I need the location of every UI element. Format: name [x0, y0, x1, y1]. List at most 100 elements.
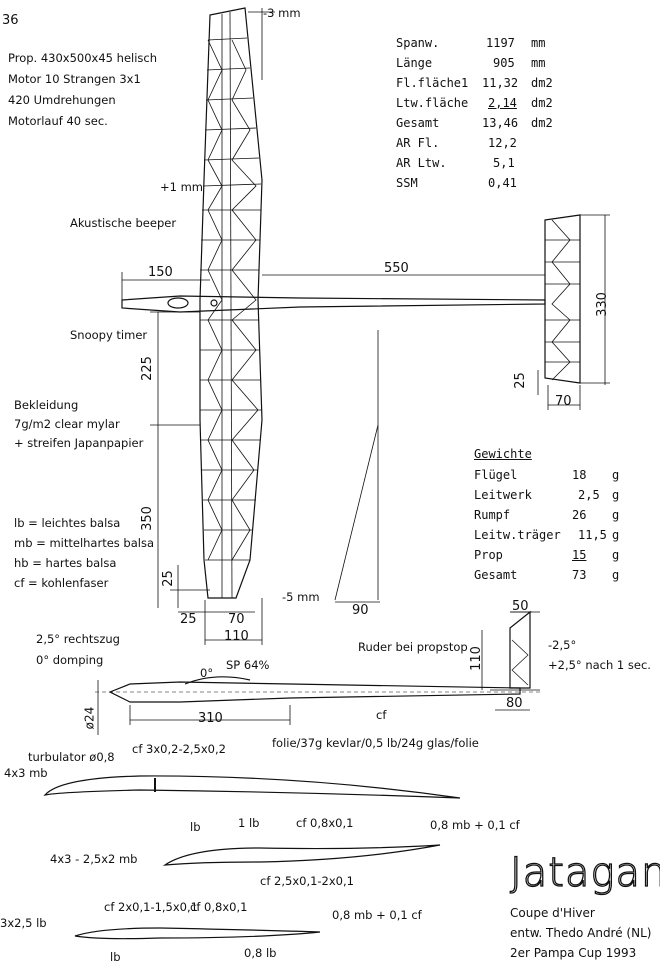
minus-five-label: -5 mm — [282, 590, 320, 604]
airfoil-section-1 — [43, 775, 461, 799]
fin-110: 110 — [468, 646, 484, 671]
one-lb-label: 1 lb — [238, 816, 260, 830]
ruder-label: Ruder bei propstop — [358, 640, 468, 654]
mb-4x3-label: 4x3 mb — [4, 766, 48, 780]
covering-note: + streifen Japanpapier — [14, 436, 144, 450]
motor-note: Motorlauf 40 sec. — [8, 114, 108, 128]
cf-08-label: cf 0,8x0,1 — [296, 816, 354, 830]
airfoil-section-2 — [162, 844, 441, 866]
fin-80: 80 — [506, 696, 523, 711]
covering-note: 7g/m2 clear mylar — [14, 417, 120, 431]
tip-offset-label: -3 mm — [263, 6, 301, 20]
spec-value: 905 — [493, 56, 515, 70]
motor-note: Prop. 430x500x45 helisch — [8, 51, 158, 65]
spec-value: 1197 — [486, 36, 515, 50]
spec-unit: mm — [531, 36, 546, 50]
legend-item: cf = kohlenfaser — [14, 576, 109, 590]
dim-70-tail: 70 — [555, 394, 572, 409]
weight-value: 18 — [572, 468, 587, 482]
lb-08-label: 0,8 lb — [244, 946, 277, 960]
weight-unit: g — [612, 568, 620, 582]
dim-330: 330 — [594, 292, 610, 317]
weight-value: 15 — [572, 548, 587, 562]
spec-unit: dm2 — [531, 76, 553, 90]
weights-title: Gewichte — [474, 447, 532, 461]
weight-label: Gesamt — [474, 568, 518, 582]
cf-top-label: cf 3x0,2-2,5x0,2 — [132, 742, 226, 756]
dim-550: 550 — [384, 261, 409, 276]
plus-deg-label: +2,5° nach 1 sec. — [548, 658, 651, 672]
fuselage-top — [121, 295, 546, 313]
spec-label: SSM — [396, 176, 418, 190]
fin-side — [509, 610, 531, 689]
turbulator-label: turbulator ø0,8 — [28, 750, 115, 764]
spec-label: Spanw. — [396, 36, 440, 50]
rechtszug-label: 2,5° rechtszug — [36, 632, 120, 646]
cf-2x01-label: cf 2x0,1-1,5x0,1 — [104, 900, 198, 914]
mb-cf-b-label: 0,8 mb + 0,1 cf — [332, 908, 422, 922]
len-310: 310 — [198, 711, 223, 726]
motor-note: 420 Umdrehungen — [8, 93, 116, 107]
dim-110: 110 — [224, 629, 249, 644]
weight-unit: g — [612, 528, 620, 542]
zero-deg-label: 0° — [200, 666, 214, 680]
spec-value: 5,1 — [493, 156, 515, 170]
section3-label: 3x2,5 lb — [0, 916, 47, 930]
page-number: 36 — [2, 13, 19, 28]
lb-b-label: lb — [110, 950, 121, 964]
beeper-label: Akustische beeper — [70, 216, 177, 230]
lb-label: lb — [190, 820, 201, 834]
spec-value: 2,14 — [488, 96, 517, 110]
dim-25-v: 25 — [160, 570, 176, 587]
dim-90: 90 — [352, 603, 369, 618]
airfoil-section-3 — [74, 927, 321, 940]
spec-value: 12,2 — [488, 136, 517, 150]
domping-label: 0° domping — [36, 653, 104, 667]
minus-deg-label: -2,5° — [548, 638, 577, 652]
motor-note: Motor 10 Strangen 3x1 — [8, 72, 141, 86]
credit-line: 2er Pampa Cup 1993 — [510, 946, 637, 960]
legend-item: mb = mittelhartes balsa — [14, 536, 155, 550]
timer-label: Snoopy timer — [70, 328, 148, 342]
dim-225: 225 — [139, 356, 155, 381]
spec-label: Länge — [396, 56, 433, 70]
weight-unit: g — [612, 468, 620, 482]
mb-cf-label: 0,8 mb + 0,1 cf — [430, 818, 520, 832]
sp-label: SP 64% — [226, 658, 270, 672]
covering-note: Bekleidung — [14, 398, 79, 412]
dim-70: 70 — [228, 612, 245, 627]
dim-150: 150 — [148, 265, 173, 280]
spec-unit: dm2 — [531, 96, 553, 110]
dim-25-h: 25 — [180, 612, 197, 627]
section2-label: 4x3 - 2,5x2 mb — [50, 852, 138, 866]
weight-label: Flügel — [474, 468, 518, 482]
weight-value: 11,5 — [578, 528, 607, 542]
fuselage-side — [108, 681, 521, 703]
fin-50: 50 — [512, 599, 529, 614]
spec-value: 11,32 — [482, 76, 519, 90]
spec-label: Ltw.fläche — [396, 96, 469, 110]
model-title: Jatagan — [509, 849, 660, 896]
legend-item: hb = hartes balsa — [14, 556, 117, 570]
cf-08b-label: cf 0,8x0,1 — [190, 900, 248, 914]
weight-label: Prop — [474, 548, 503, 562]
dia-label: ø24 — [82, 706, 97, 730]
weight-unit: g — [612, 488, 620, 502]
spec-label: Gesamt — [396, 116, 440, 130]
wing-ribs — [200, 11, 262, 599]
spec-label: Fl.fläche1 — [396, 76, 469, 90]
credit-line: Coupe d'Hiver — [510, 906, 595, 920]
material-label: folie/37g kevlar/0,5 lb/24g glas/folie — [272, 736, 479, 750]
legend-item: lb = leichtes balsa — [14, 516, 121, 530]
spec-unit: mm — [531, 56, 546, 70]
spec-value: 13,46 — [482, 116, 519, 130]
dim-350: 350 — [139, 506, 155, 531]
spec-label: AR Fl. — [396, 136, 440, 150]
weight-label: Leitw.träger — [474, 528, 561, 542]
credit-line: entw. Thedo André (NL) — [510, 926, 652, 940]
weight-value: 2,5 — [578, 488, 600, 502]
cf-label: cf — [376, 708, 387, 722]
spec-label: AR Ltw. — [396, 156, 447, 170]
weight-label: Leitwerk — [474, 488, 532, 502]
